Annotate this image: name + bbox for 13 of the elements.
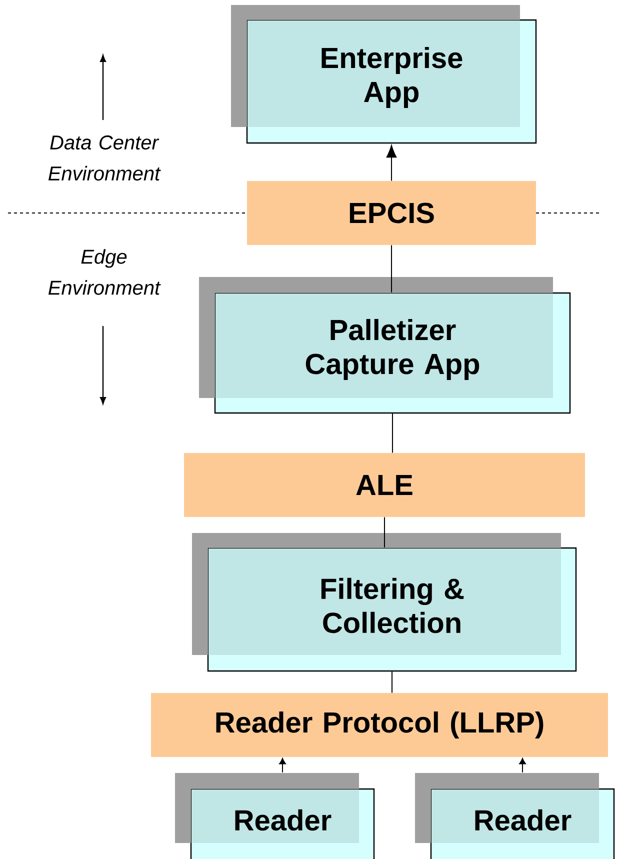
- arrow: [519, 758, 526, 773]
- component-box: Filtering & Collection: [192, 533, 577, 672]
- component-box: Enterprise App: [231, 5, 537, 144]
- band: EPCIS: [247, 181, 536, 245]
- arrow: [279, 758, 286, 773]
- band: Reader Protocol (LLRP): [151, 693, 608, 757]
- environment-label: Data Center Environment: [48, 135, 161, 181]
- component-box: Palletizer Capture App: [199, 277, 571, 414]
- arrow: [386, 145, 397, 182]
- component-box: Reader: [175, 773, 375, 859]
- component-box: Reader: [415, 773, 615, 859]
- environment-label: Edge Environment: [48, 249, 161, 295]
- band: ALE: [184, 453, 585, 517]
